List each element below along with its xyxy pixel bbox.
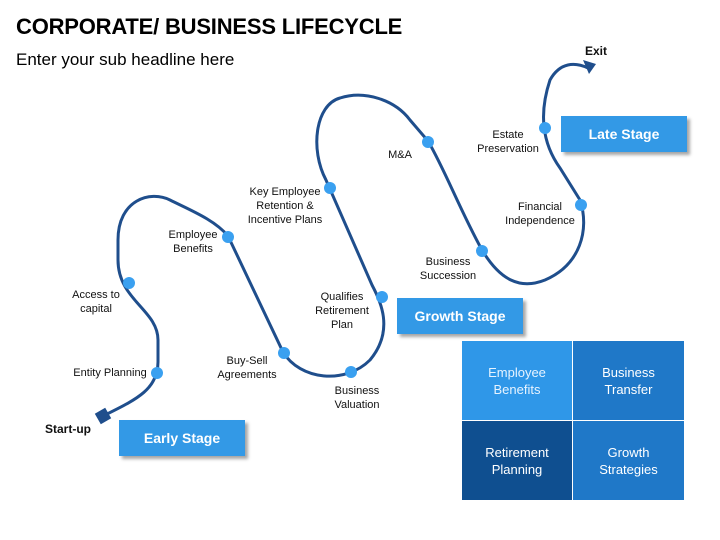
- milestone-dot-11: [539, 122, 551, 134]
- grid-retirement-planning: Retirement Planning: [462, 421, 572, 500]
- milestone-dot-3: [222, 231, 234, 243]
- milestone-m-and-a: M&A: [388, 149, 412, 161]
- milestone-dot-6: [376, 291, 388, 303]
- milestone-dot-8: [422, 136, 434, 148]
- start-label: Start-up: [45, 422, 91, 436]
- exit-arrow-icon: [583, 60, 596, 74]
- stage-late: Late Stage: [561, 116, 687, 152]
- grid-business-transfer: Business Transfer: [573, 341, 684, 420]
- start-marker-icon: [94, 407, 112, 425]
- stage-growth: Growth Stage: [397, 298, 523, 334]
- milestone-dot-2: [123, 277, 135, 289]
- page-subtitle: Enter your sub headline here: [16, 50, 235, 69]
- milestone-dot-5: [345, 366, 357, 378]
- milestone-estate-preservation: Estate Preservation: [477, 129, 539, 155]
- exit-label: Exit: [584, 44, 608, 58]
- summary-grid: Employee Benefits Business Transfer Reti…: [462, 341, 684, 500]
- milestone-qualifies-retirement-plan: Qualifies Retirement Plan: [315, 291, 369, 331]
- milestone-dot-10: [575, 199, 587, 211]
- milestone-dot-4: [278, 347, 290, 359]
- milestone-business-valuation: Business Valuation: [334, 385, 380, 411]
- page-title: CORPORATE/ BUSINESS LIFECYCLE: [16, 14, 403, 39]
- grid-growth-strategies: Growth Strategies: [573, 421, 684, 500]
- milestone-key-employee-retention: Key Employee Retention & Incentive Plans: [247, 186, 323, 226]
- milestone-dot-9: [476, 245, 488, 257]
- milestone-access-to-capital: Access to capital: [72, 289, 120, 315]
- milestone-dot-1: [151, 367, 163, 379]
- stage-early: Early Stage: [119, 420, 245, 456]
- milestone-buy-sell-agreements: Buy-Sell Agreements: [217, 355, 277, 381]
- milestone-entity-planning: Entity Planning: [73, 367, 147, 379]
- milestone-dot-7: [324, 182, 336, 194]
- grid-employee-benefits: Employee Benefits: [462, 341, 572, 420]
- milestone-business-succession: Business Succession: [419, 256, 477, 282]
- milestone-financial-independence: Financial Independence: [505, 201, 575, 227]
- milestone-employee-benefits: Employee Benefits: [168, 229, 218, 255]
